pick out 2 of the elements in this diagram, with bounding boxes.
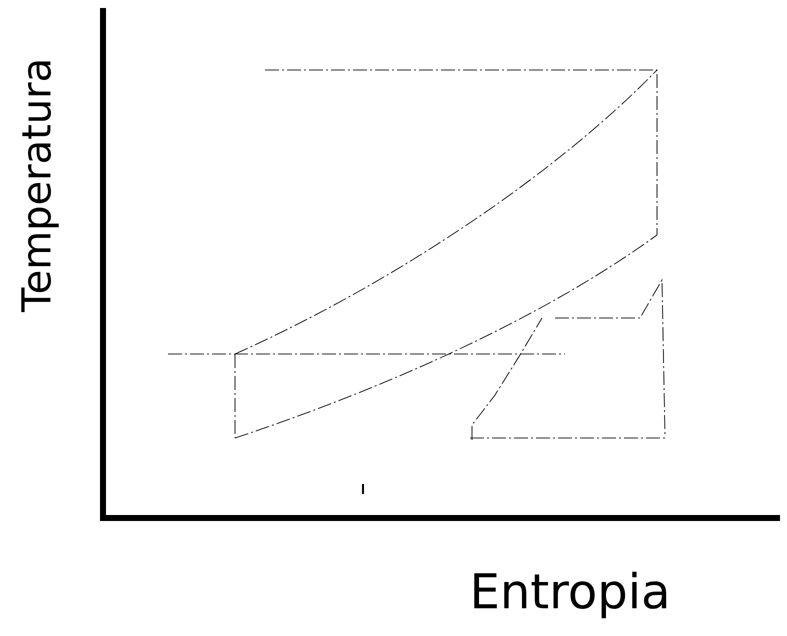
axis-label: Temperatura <box>21 62 59 312</box>
axis-label: Entropia <box>474 572 666 618</box>
